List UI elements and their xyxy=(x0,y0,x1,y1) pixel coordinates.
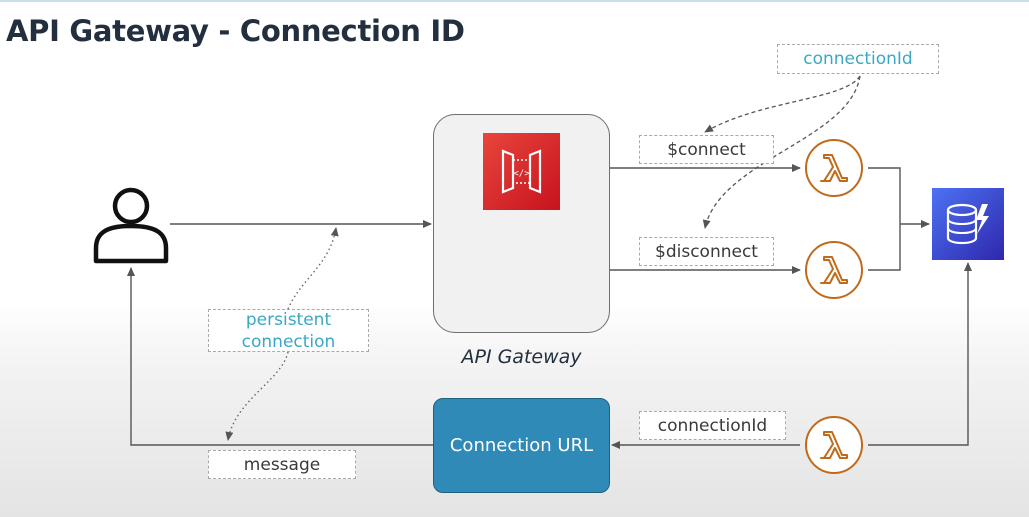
persistent-connection-up-dotted-arrow xyxy=(287,227,339,310)
persistent-connection-line1: persistent xyxy=(245,309,332,330)
lambda-icon xyxy=(805,241,863,299)
top-border xyxy=(0,0,1029,2)
api-gateway-icon: </> xyxy=(483,133,560,210)
connection-url-box: Connection URL xyxy=(433,398,610,493)
bottom-lambda-to-dynamodb-arrow xyxy=(868,262,972,446)
connection-id-bottom-label: connectionId xyxy=(639,411,786,440)
lambda-icon xyxy=(805,416,863,474)
connection-id-to-disconnect-dashed-arrow xyxy=(702,75,861,229)
lambda-icon xyxy=(805,139,863,197)
dynamodb-icon xyxy=(932,188,1004,260)
connection-id-to-connect-dashed-arrow xyxy=(704,75,861,133)
api-gateway-caption: API Gateway xyxy=(461,346,582,368)
disconnect-lambda-to-dynamodb-line xyxy=(868,224,901,271)
message-label: message xyxy=(208,450,356,479)
connection-url-to-user-arrow xyxy=(127,267,433,446)
slide-title: API Gateway - Connection ID xyxy=(6,14,465,48)
persistent-connection-down-dotted-arrow xyxy=(225,351,289,441)
connection-id-top-label: connectionId xyxy=(777,44,939,74)
persistent-connection-line2: connection xyxy=(241,331,336,352)
connect-route-label: $connect xyxy=(639,135,774,164)
persistent-connection-label: persistent connection xyxy=(208,309,369,352)
connect-lambda-to-dynamodb-line xyxy=(868,167,901,224)
user-icon xyxy=(93,187,169,264)
disconnect-route-label: $disconnect xyxy=(639,237,774,266)
svg-text:</>: </> xyxy=(513,169,530,179)
